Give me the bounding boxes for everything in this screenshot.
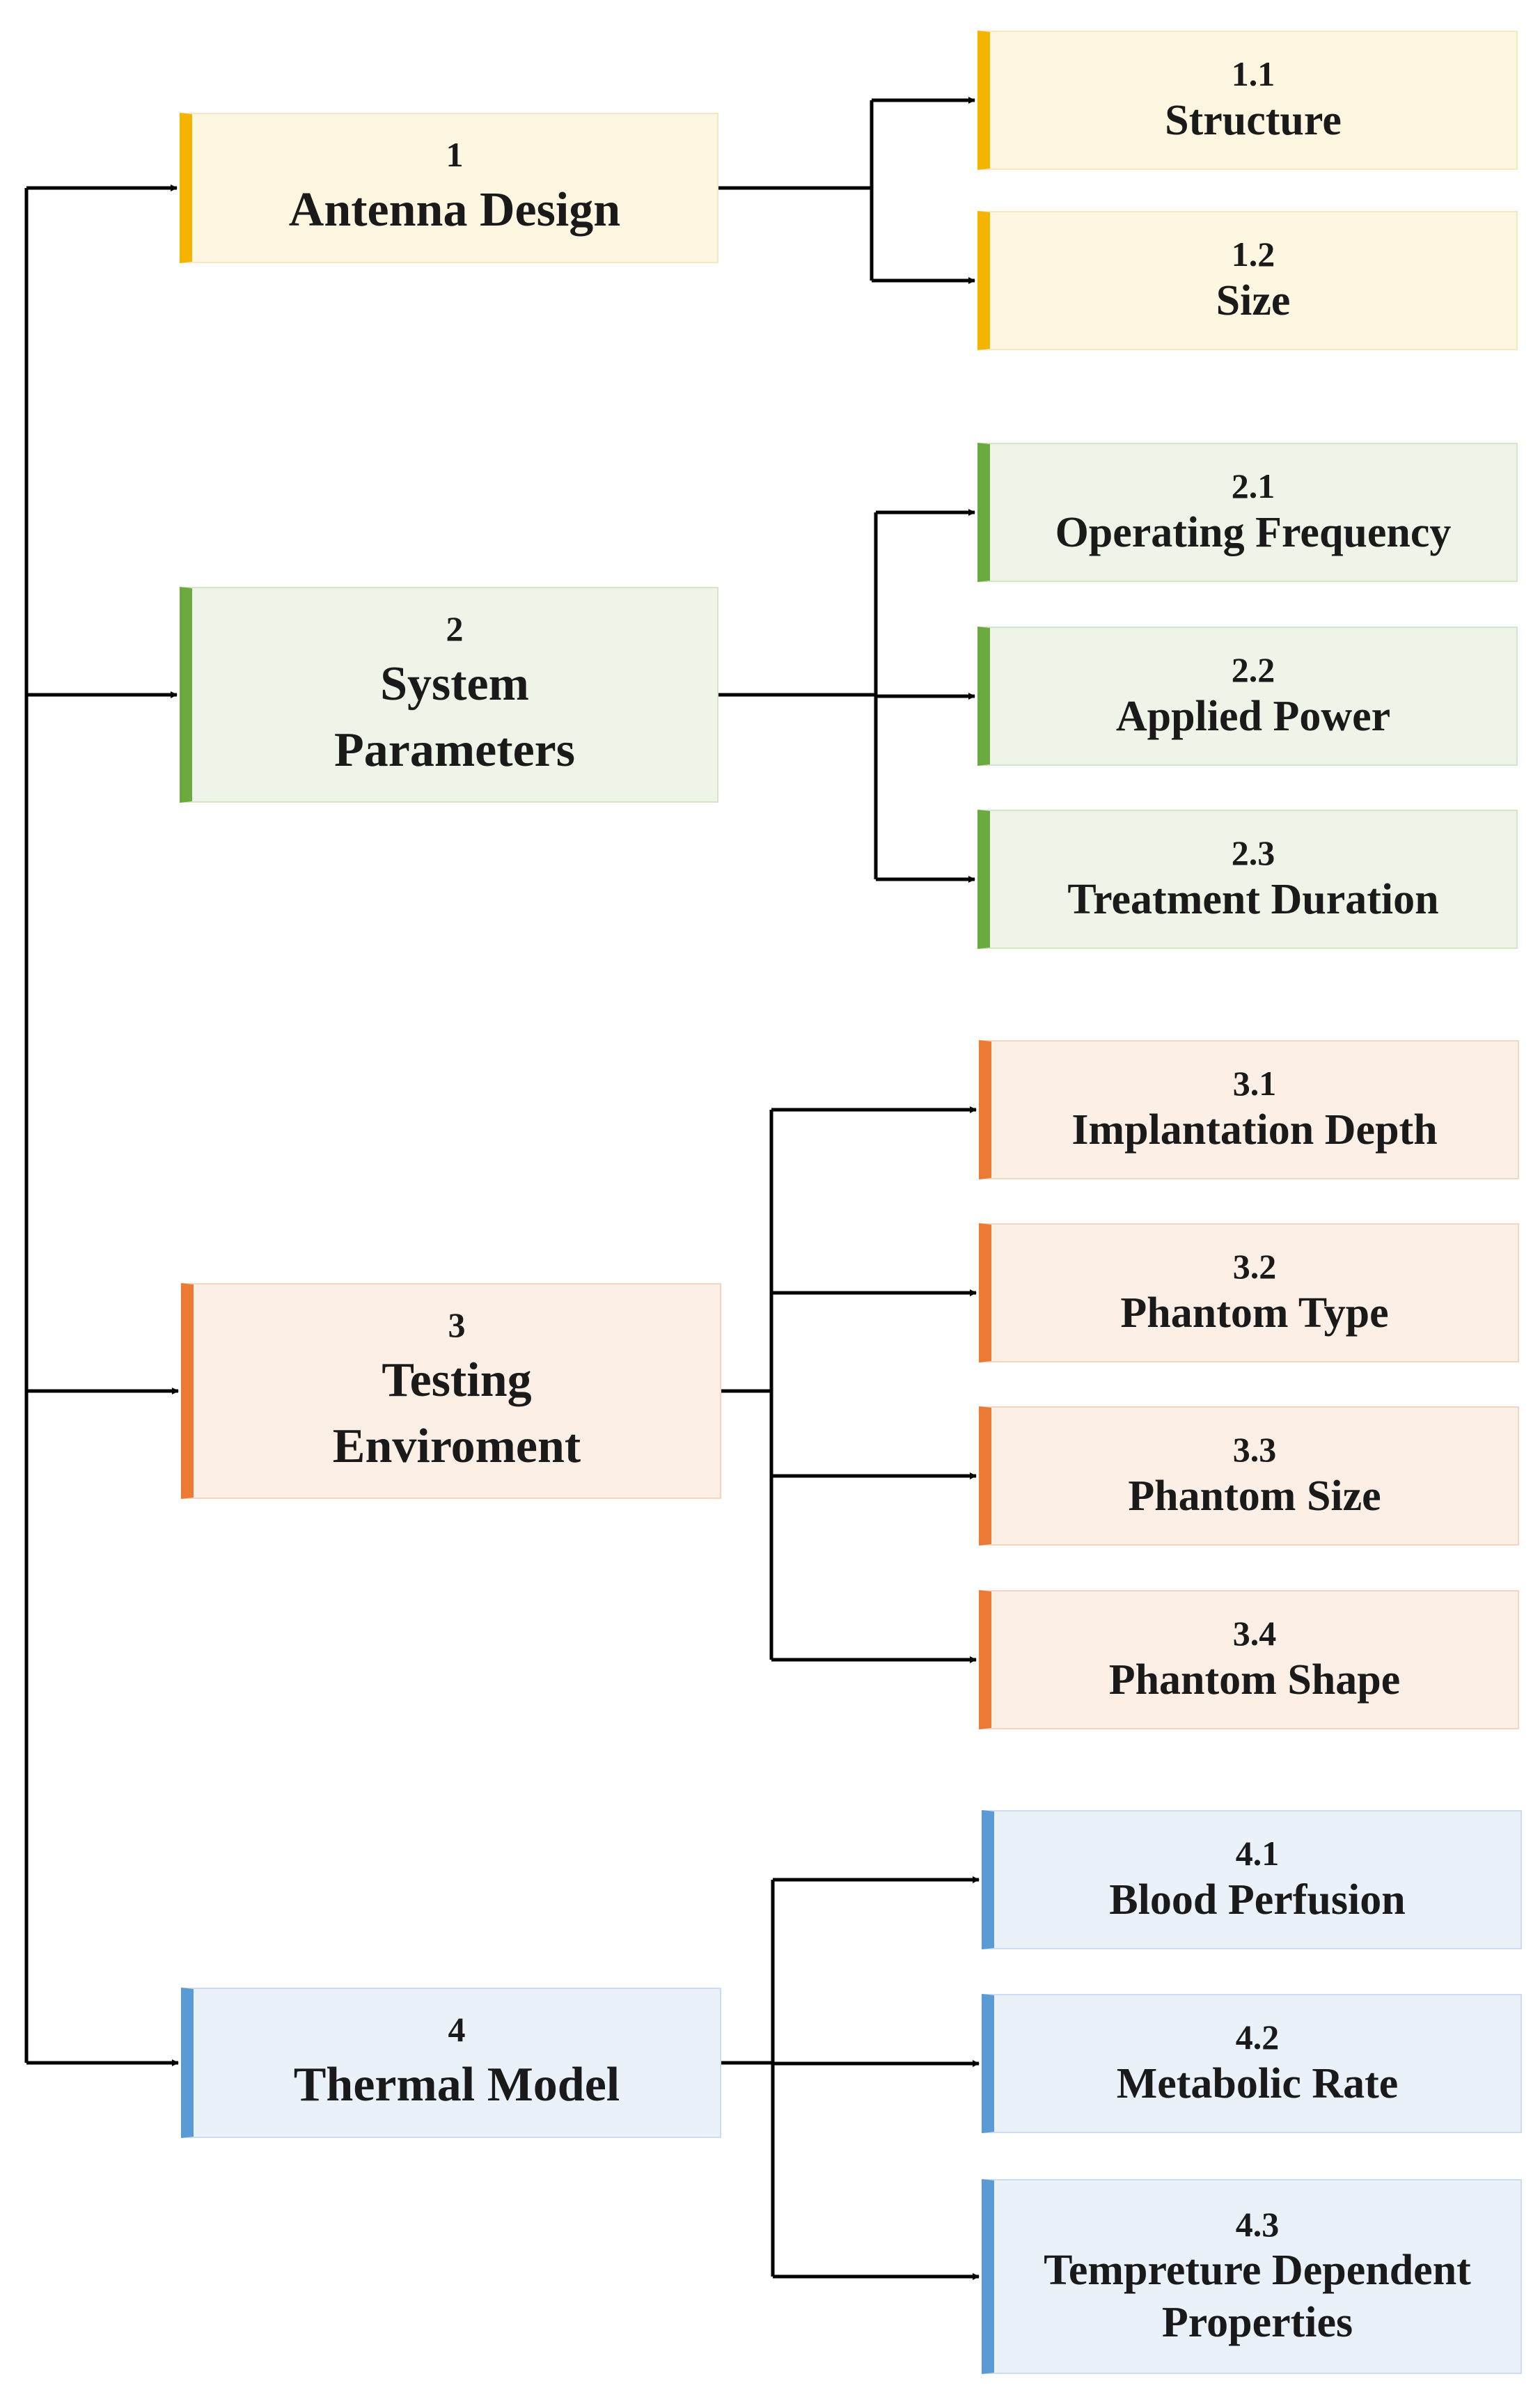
- subcategory-label: Tempreture Dependent Properties: [1044, 2247, 1471, 2346]
- subcategory-number: 4.3: [1235, 2204, 1280, 2244]
- subcategory-box-size: 1.2 Size: [977, 211, 1518, 350]
- subcategory-number: 3.4: [1232, 1614, 1277, 1653]
- category-label: System Parameters: [334, 657, 575, 777]
- subcategory-label: Operating Frequency: [1055, 508, 1452, 556]
- subcategory-label: Applied Power: [1115, 692, 1391, 740]
- category-box-antenna-design: 1 Antenna Design: [180, 113, 718, 263]
- subcategory-box-implantation-depth: 3.1 Implantation Depth: [979, 1040, 1519, 1179]
- category-number: 1: [446, 135, 464, 175]
- subcategory-label: Structure: [1165, 96, 1342, 144]
- subcategory-box-metabolic-rate: 4.2 Metabolic Rate: [982, 1994, 1522, 2133]
- subcategory-number: 2.1: [1231, 466, 1275, 506]
- subcategory-label: Treatment Duration: [1067, 875, 1439, 923]
- subcategory-box-phantom-size: 3.3 Phantom Size: [979, 1406, 1519, 1546]
- subcategory-box-phantom-shape: 3.4 Phantom Shape: [979, 1590, 1519, 1729]
- subcategory-label: Phantom Type: [1120, 1289, 1389, 1337]
- subcategory-box-structure: 1.1 Structure: [977, 31, 1518, 170]
- subcategory-number: 4.1: [1235, 1834, 1280, 1873]
- subcategory-box-treatment-duration: 2.3 Treatment Duration: [977, 810, 1518, 949]
- subcategory-label: Phantom Size: [1128, 1472, 1381, 1520]
- subcategory-label: Metabolic Rate: [1116, 2059, 1399, 2107]
- category-label: Testing Enviroment: [332, 1353, 581, 1473]
- subcategory-label: Blood Perfusion: [1109, 1876, 1406, 1924]
- subcategory-box-temperature-dependent-properties: 4.3 Tempreture Dependent Properties: [982, 2179, 1522, 2374]
- category-box-thermal-model: 4 Thermal Model: [181, 1988, 721, 2138]
- subcategory-label: Size: [1216, 276, 1291, 324]
- subcategory-number: 1.2: [1231, 235, 1275, 274]
- subcategory-box-phantom-type: 3.2 Phantom Type: [979, 1223, 1519, 1362]
- subcategory-label: Implantation Depth: [1071, 1106, 1438, 1154]
- category-label: Thermal Model: [293, 2058, 620, 2112]
- category-box-system-parameters: 2 System Parameters: [180, 587, 718, 803]
- subcategory-number: 2.3: [1231, 833, 1275, 873]
- subcategory-number: 4.2: [1235, 2018, 1280, 2057]
- subcategory-box-operating-frequency: 2.1 Operating Frequency: [977, 443, 1518, 582]
- subcategory-number: 2.2: [1231, 650, 1275, 690]
- subcategory-box-applied-power: 2.2 Applied Power: [977, 627, 1518, 766]
- subcategory-number: 3.3: [1232, 1430, 1277, 1470]
- category-number: 3: [448, 1305, 466, 1344]
- subcategory-label: Phantom Shape: [1108, 1656, 1401, 1704]
- category-number: 4: [448, 2010, 466, 2050]
- category-box-testing-environment: 3 Testing Enviroment: [181, 1283, 721, 1499]
- subcategory-number: 3.1: [1232, 1064, 1277, 1103]
- category-number: 2: [446, 609, 464, 648]
- subcategory-box-blood-perfusion: 4.1 Blood Perfusion: [982, 1810, 1522, 1949]
- subcategory-number: 1.1: [1231, 54, 1275, 94]
- category-label: Antenna Design: [288, 183, 621, 237]
- subcategory-number: 3.2: [1232, 1247, 1277, 1287]
